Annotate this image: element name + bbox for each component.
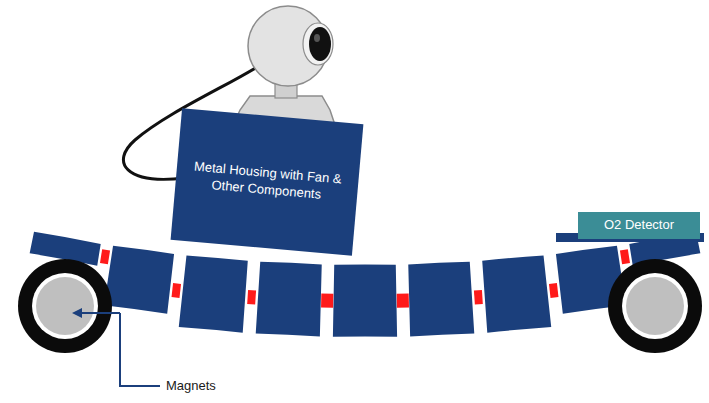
wheel-rim: [32, 273, 98, 339]
red-connector: [624, 250, 626, 264]
body-segment: [333, 264, 397, 336]
wheel-rim: [622, 273, 688, 339]
red-connector: [176, 284, 178, 298]
body-segment: [179, 255, 248, 332]
body-segment: [408, 262, 474, 337]
part-label: Magnets: [166, 378, 216, 393]
body-segments: [30, 232, 701, 337]
red-connector: [104, 250, 106, 264]
housing-box: Metal Housing with Fan & Other Component…: [171, 108, 364, 255]
sensor-box: O2 Detector: [578, 212, 700, 239]
red-connector: [397, 294, 409, 308]
body-segment: [104, 246, 174, 314]
node-text: Metal Housing with Fan & Other Component…: [189, 158, 345, 205]
magnet-hub: [36, 277, 94, 335]
red-connector: [321, 294, 333, 308]
leader-line: [80, 312, 120, 314]
red-connector: [553, 284, 555, 298]
camera-lens-ring: [303, 23, 333, 65]
lens-glint: [314, 34, 320, 42]
right-wheel: [608, 259, 702, 353]
body-segment: [482, 255, 551, 332]
node-text: O2 Detector: [604, 217, 674, 234]
leader-line: [120, 313, 160, 386]
magnet-hub: [626, 277, 684, 335]
red-connector: [474, 290, 483, 304]
camera-lens: [309, 27, 331, 61]
arrow-head: [72, 308, 82, 318]
red-connector: [247, 290, 256, 304]
left-wheel: [18, 259, 112, 353]
body-segment: [256, 262, 322, 337]
